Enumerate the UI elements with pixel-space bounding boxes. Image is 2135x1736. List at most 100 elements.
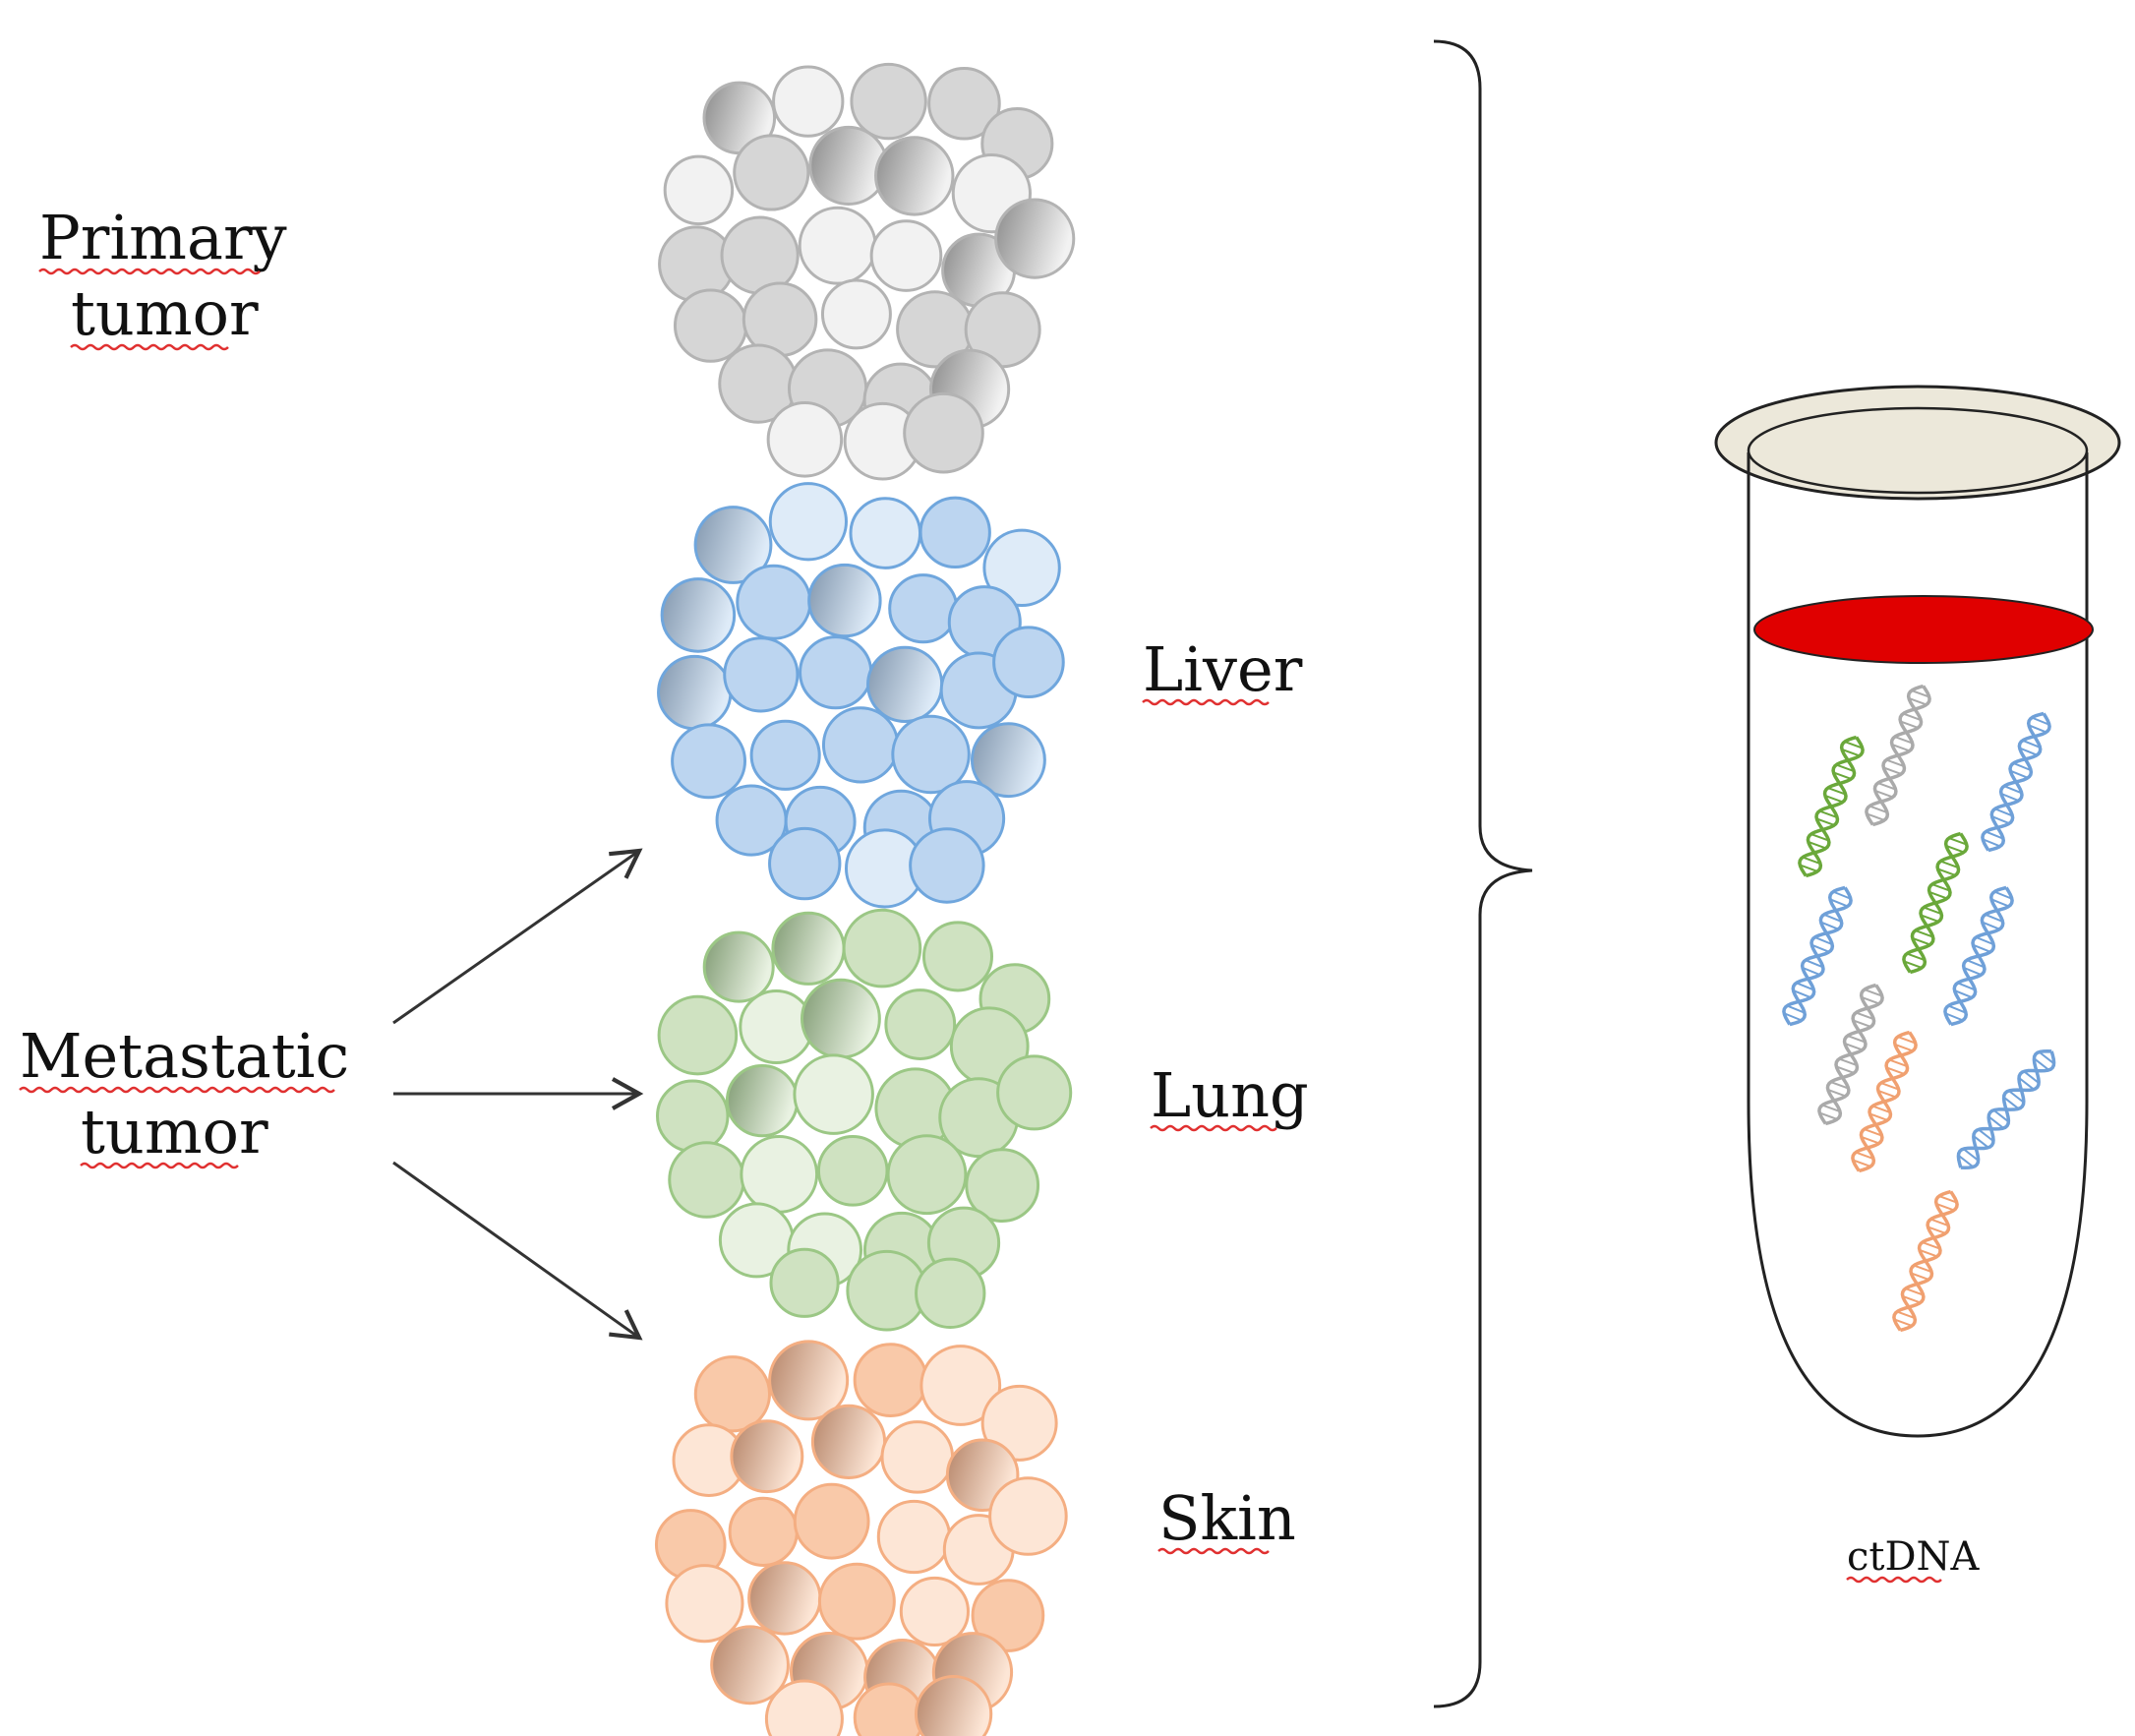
dna-helix-icon (1943, 885, 2014, 1027)
tumor-cell (886, 1134, 968, 1216)
tumor-cell (665, 1564, 744, 1644)
tumor-cell (817, 1562, 896, 1641)
tumor-cell (965, 1148, 1040, 1224)
dna-helix-icon (1902, 831, 1969, 975)
tumor-cell (899, 1576, 970, 1647)
tumor-cell (970, 722, 1046, 799)
tumor-cell (909, 827, 985, 904)
tumor-cell (888, 573, 959, 644)
primary-tumor-label-line2: tumor (71, 277, 259, 349)
dna-helix-icon (1981, 711, 2051, 853)
spellcheck-underline (38, 268, 261, 275)
spellcheck-underline (70, 343, 229, 351)
tumor-cell (807, 563, 882, 638)
tumor-cell (723, 636, 800, 713)
tumor-cell (799, 635, 873, 710)
tumor-cell (866, 645, 944, 723)
tumor-cell (740, 1135, 819, 1214)
tumor-cell (971, 1579, 1045, 1652)
blood-plasma-layer (1753, 595, 2094, 664)
tumor-cell (663, 154, 735, 226)
tumor-cell (853, 1343, 928, 1417)
tumor-cell (921, 921, 994, 992)
dna-fragments (1782, 684, 2056, 1333)
ctdna-label: ctDNA (1847, 1534, 1981, 1580)
tumor-cell (768, 1340, 850, 1421)
test-tube-icon (1714, 385, 2121, 1438)
metastatic-tumor-label-line1: Metastatic (20, 1020, 349, 1092)
tumor-cell (725, 1063, 800, 1138)
tumor-cell (693, 506, 773, 584)
tumor-cell (842, 908, 922, 988)
tumor-cell (768, 482, 848, 562)
tumor-cell (914, 1675, 993, 1736)
spellcheck-underline (1846, 1576, 1942, 1584)
tumor-cell (793, 1053, 874, 1135)
tumor-cell (853, 1682, 924, 1736)
tumor-cell (766, 401, 844, 478)
curly-brace-icon (1433, 39, 1533, 1708)
lung-label: Lung (1151, 1059, 1309, 1131)
tumor-cell (880, 1420, 955, 1494)
tumor-cell (919, 496, 991, 569)
tumor-cell (720, 215, 800, 295)
spellcheck-underline (1157, 1547, 1270, 1555)
tumor-cell (673, 288, 748, 363)
tumor-cell (730, 1419, 804, 1494)
dna-helix-icon (1956, 1049, 2056, 1169)
arrow-right-icon (392, 848, 644, 1341)
tumor-cell (771, 911, 846, 986)
tumor-cell (992, 626, 1065, 699)
tumor-cell (994, 198, 1076, 279)
dna-helix-icon (1782, 885, 1853, 1027)
tumor-cell (980, 1384, 1058, 1462)
tumor-cell (982, 528, 1061, 607)
tumor-cell (736, 564, 812, 640)
tumor-cell (816, 1134, 889, 1207)
tumor-cell (772, 65, 845, 138)
dna-helix-icon (1817, 983, 1884, 1126)
tumor-cell (671, 723, 747, 800)
tumor-cell (846, 1249, 927, 1332)
tumor-cell (710, 1625, 790, 1706)
tumor-cell (728, 1496, 799, 1567)
primary-tumor-label-line1: Primary (39, 202, 287, 273)
tumor-cell (733, 134, 810, 211)
tumor-cell (810, 1404, 887, 1479)
tumor-cell (821, 706, 900, 784)
tumor-cell (668, 1141, 745, 1219)
dna-helix-icon (1851, 1030, 1918, 1173)
tumor-cell (739, 988, 814, 1064)
liver-metastasis-cluster (657, 482, 1065, 909)
metastatic-tumor-label-line2: tumor (81, 1096, 268, 1167)
dna-helix-icon (1865, 684, 1931, 827)
spellcheck-underline (1142, 698, 1270, 706)
tumor-cell (876, 1499, 952, 1575)
tumor-cell (801, 978, 881, 1059)
dna-helix-icon (1892, 1189, 1959, 1333)
tumor-cell (769, 1247, 840, 1318)
tumor-cell (874, 136, 955, 216)
tumor-cell (660, 577, 737, 653)
tumor-cell (927, 66, 1001, 141)
tumor-cell (798, 206, 877, 285)
tumor-cell (749, 719, 821, 791)
tumor-cell (891, 714, 971, 795)
dna-helix-icon (1798, 735, 1865, 878)
tumor-cell (988, 1476, 1068, 1556)
tumor-cell (996, 1054, 1073, 1131)
tumor-cell (693, 1355, 772, 1433)
spellcheck-underline (80, 1162, 239, 1169)
tumor-cell (869, 219, 943, 292)
tumor-cell (747, 1561, 822, 1636)
spellcheck-underline (19, 1086, 335, 1094)
tumor-cell (915, 1257, 986, 1330)
tumor-cell (702, 930, 775, 1003)
tumor-cell (850, 62, 927, 141)
tumor-cell (764, 1679, 844, 1736)
tumor-cell (657, 654, 733, 731)
tumor-cell (820, 278, 892, 350)
tumor-cell (793, 1482, 870, 1560)
